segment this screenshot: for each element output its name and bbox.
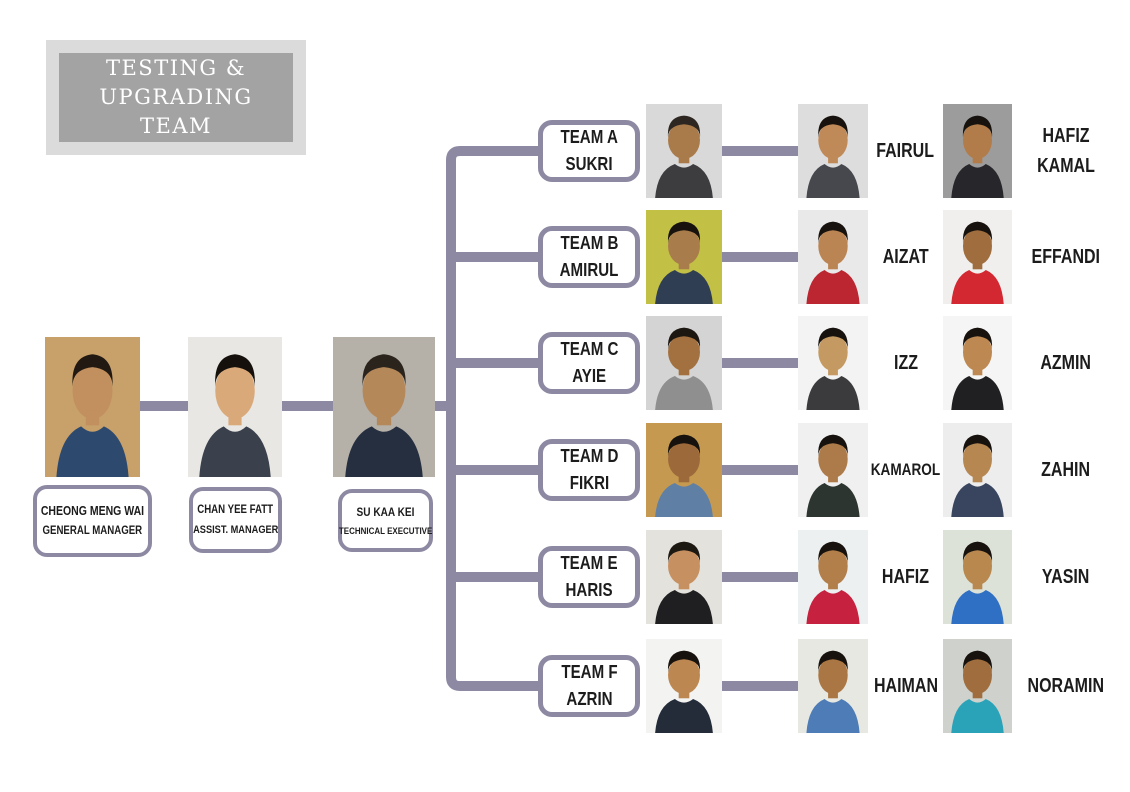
member-name: IZZ	[893, 352, 918, 374]
member-name-zone: AZMIN	[1016, 316, 1116, 410]
team-leader-name: AYIE	[572, 366, 606, 386]
label-general-manager: CHEONG MENG WAI GENERAL MANAGER	[33, 485, 152, 557]
team-box-b: TEAM B AMIRUL	[538, 226, 640, 288]
team-leader-name: AZRIN	[565, 689, 613, 709]
member-name-zone: FAIRUL	[866, 104, 945, 198]
photo-member-izz	[798, 316, 868, 410]
member-name-zone: AIZAT	[866, 210, 945, 304]
photo-leader-haris	[646, 530, 722, 624]
photo-general-manager	[45, 337, 140, 477]
member-name-zone: ZAHIN	[1016, 423, 1116, 517]
team-box-f: TEAM F AZRIN	[538, 655, 640, 717]
member-name: HAIMAN	[873, 675, 938, 697]
photo-leader-ayie	[646, 316, 722, 410]
photo-leader-fikri	[646, 423, 722, 517]
title-line-3: TEAM	[139, 114, 212, 138]
photo-technical-executive	[333, 337, 435, 477]
title-box: TESTING & UPGRADING TEAM	[46, 40, 306, 155]
photo-member-aizat	[798, 210, 868, 304]
member-name: YASIN	[1042, 566, 1090, 588]
team-leader-name: HARIS	[565, 580, 613, 600]
member-name-zone: EFFANDI	[1016, 210, 1116, 304]
title-box-inner: TESTING & UPGRADING TEAM	[59, 53, 293, 142]
photo-member-noramin	[943, 639, 1012, 733]
team-box-c: TEAM C AYIE	[538, 332, 640, 394]
member-name: ZAHIN	[1041, 459, 1091, 481]
manager-role: GENERAL MANAGER	[42, 525, 143, 537]
label-technical-executive: SU KAA KEI TECHNICAL EXECUTIVE	[338, 489, 433, 552]
title-line-2: UPGRADING	[99, 85, 253, 109]
photo-assist-manager	[188, 337, 282, 477]
team-label: TEAM B	[560, 233, 618, 253]
manager-role: ASSIST. MANAGER	[192, 524, 279, 536]
photo-leader-azrin	[646, 639, 722, 733]
member-name-zone: NORAMIN	[1016, 639, 1116, 733]
member-name: FAIRUL	[876, 140, 935, 162]
member-name-zone: YASIN	[1016, 530, 1116, 624]
team-box-e: TEAM E HARIS	[538, 546, 640, 608]
team-leader-name: SUKRI	[565, 154, 613, 174]
title-line-1: TESTING &	[105, 56, 247, 80]
label-assist-manager: CHAN YEE FATT ASSIST. MANAGER	[189, 487, 282, 553]
team-label: TEAM D	[560, 446, 618, 466]
photo-member-effandi	[943, 210, 1012, 304]
member-name-zone: IZZ	[866, 316, 945, 410]
member-name: HAFIZ	[881, 566, 930, 588]
member-name: EFFANDI	[1031, 246, 1101, 268]
manager-role: TECHNICAL EXECUTIVE	[338, 525, 433, 537]
member-name-zone: KAMAROL	[866, 423, 945, 517]
member-name: AZMIN	[1040, 352, 1092, 374]
manager-name: CHAN YEE FATT	[197, 504, 274, 516]
team-box-d: TEAM D FIKRI	[538, 439, 640, 501]
team-label: TEAM A	[560, 127, 618, 147]
photo-member-yasin	[943, 530, 1012, 624]
member-name-zone: HAIMAN	[866, 639, 945, 733]
photo-member-azmin	[943, 316, 1012, 410]
photo-leader-sukri	[646, 104, 722, 198]
team-label: TEAM C	[560, 339, 618, 359]
member-name: HAFIZ KAMAL	[1037, 125, 1095, 177]
photo-member-hafiz	[798, 530, 868, 624]
photo-member-haiman	[798, 639, 868, 733]
member-name: NORAMIN	[1027, 675, 1105, 697]
team-box-a: TEAM A SUKRI	[538, 120, 640, 182]
team-label: TEAM E	[560, 553, 618, 573]
photo-member-kamarol	[798, 423, 868, 517]
member-name-zone: HAFIZ	[866, 530, 945, 624]
team-label: TEAM F	[560, 662, 618, 682]
photo-member-fairul	[798, 104, 868, 198]
photo-leader-amirul	[646, 210, 722, 304]
manager-name: SU KAA KEI	[356, 504, 415, 519]
member-name: AIZAT	[882, 246, 929, 268]
photo-member-zahin	[943, 423, 1012, 517]
member-name: KAMAROL	[870, 460, 941, 479]
photo-member-hafiz-kamal	[943, 104, 1012, 198]
team-leader-name: AMIRUL	[559, 260, 619, 280]
manager-name: CHEONG MENG WAI	[40, 504, 145, 518]
member-name-zone: HAFIZ KAMAL	[1016, 104, 1116, 198]
trunk-line	[446, 146, 538, 691]
team-leader-name: FIKRI	[569, 473, 609, 493]
